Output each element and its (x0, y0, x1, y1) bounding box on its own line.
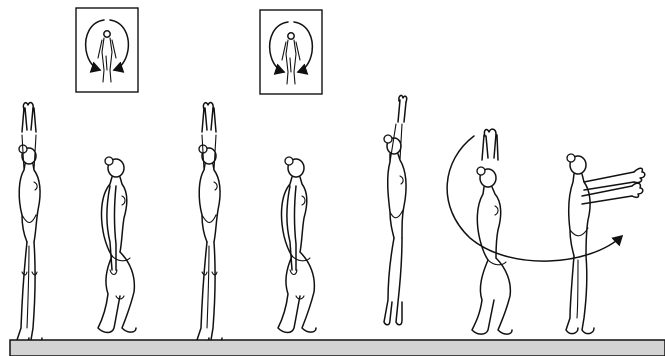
floor-icon (10, 340, 665, 356)
figure-arms-overhead (197, 102, 222, 342)
figure-squat-arm-swing (472, 129, 512, 334)
figure-half-squat (98, 157, 136, 333)
figure-half-squat (278, 157, 316, 333)
arm-swing-arc-icon (447, 136, 622, 261)
rotation-left-inset-icon (76, 8, 138, 92)
rotation-left-inset-icon (260, 10, 322, 94)
figure-arms-overhead (17, 102, 42, 342)
figure-arms-forward (566, 154, 645, 334)
figure-jump (384, 95, 407, 324)
